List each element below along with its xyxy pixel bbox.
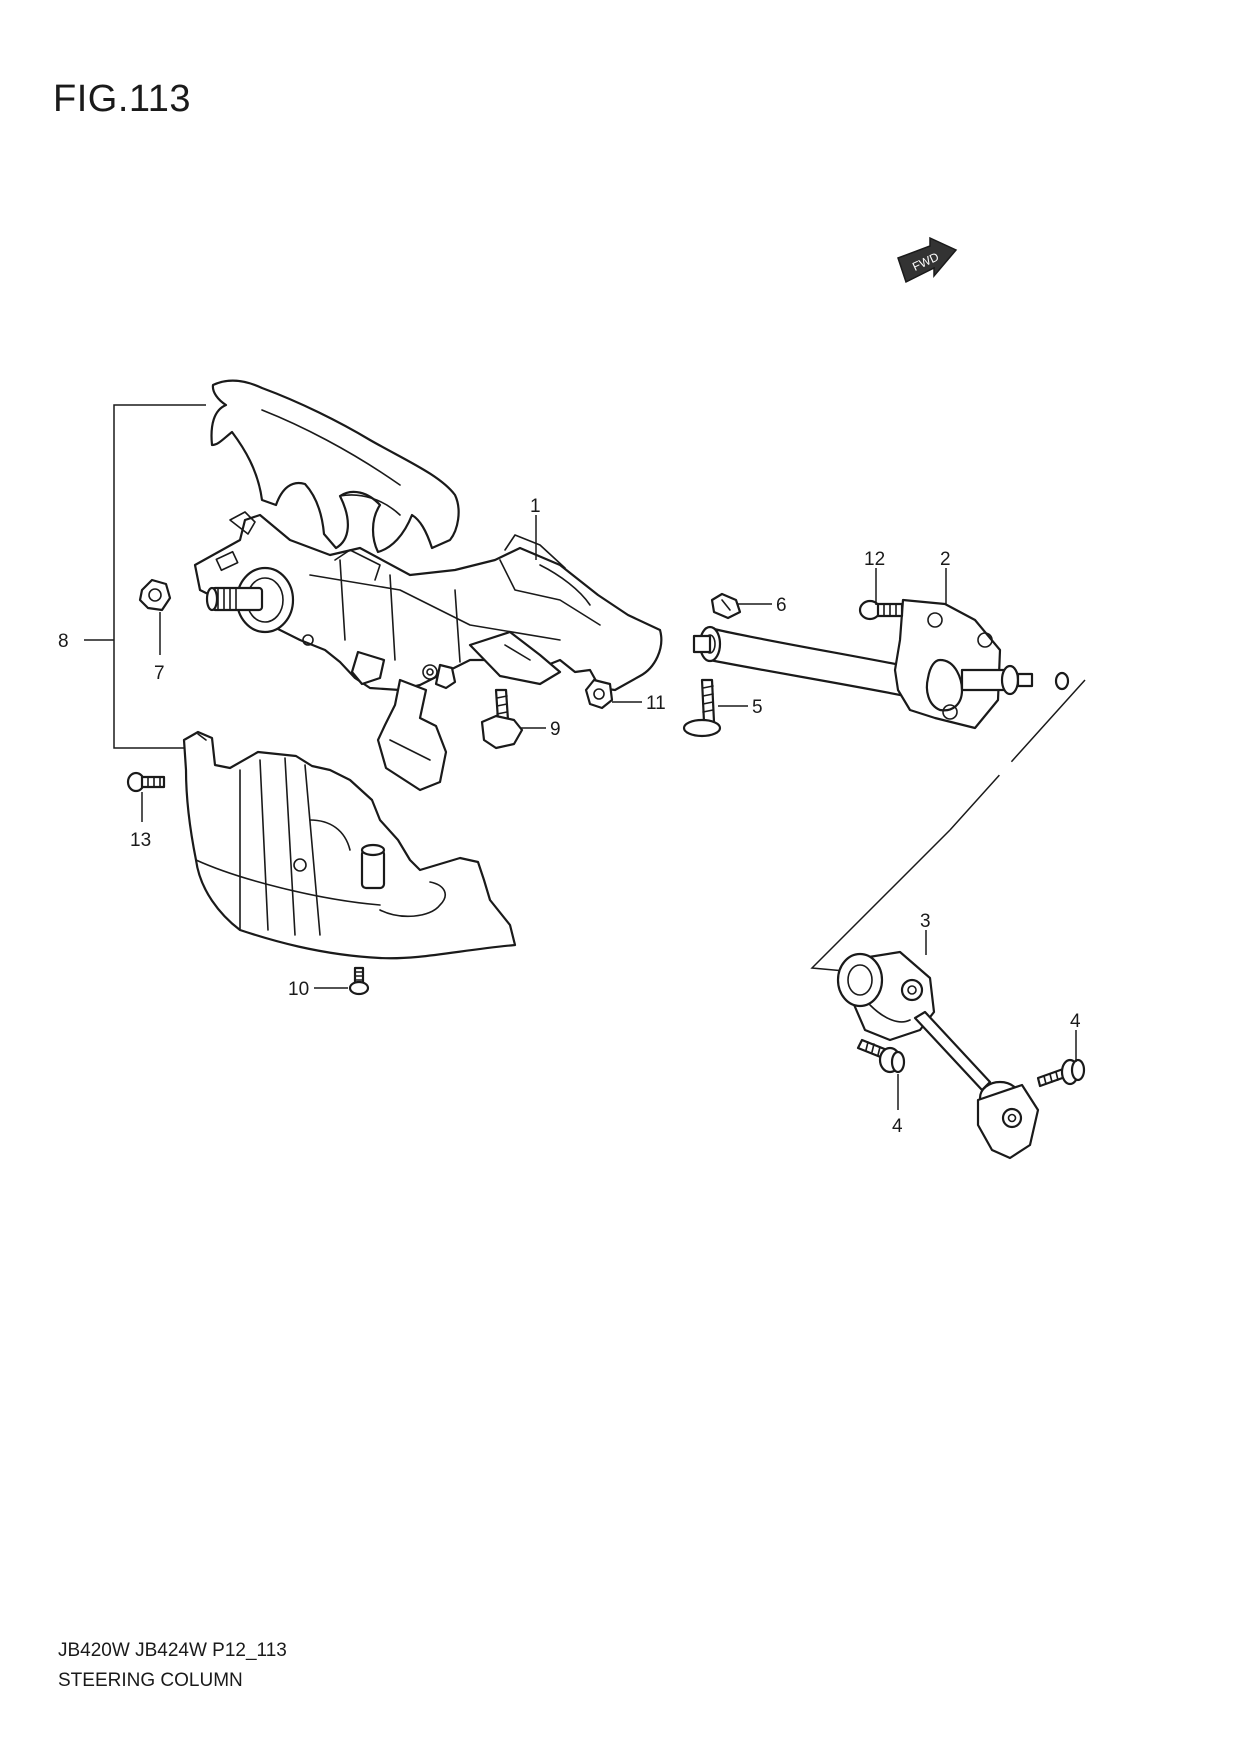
screw-10 <box>348 966 370 996</box>
callout-9: 9 <box>550 719 561 740</box>
screw-13 <box>126 771 166 793</box>
upper-column-cover <box>210 379 460 554</box>
callout-2: 2 <box>940 549 951 570</box>
bolt-4-left <box>856 1038 906 1074</box>
intermediate-shaft <box>692 598 1070 730</box>
callout-3: 3 <box>920 911 931 932</box>
callout-4-left: 4 <box>892 1116 903 1137</box>
bolt-5 <box>682 678 722 738</box>
callout-8: 8 <box>58 631 69 652</box>
nut-6 <box>710 592 742 620</box>
nut-7 <box>138 578 172 612</box>
footer-code: JB420W JB424W P12_113 <box>58 1640 287 1661</box>
fwd-arrow-icon: FWD <box>897 236 958 284</box>
bolt-12 <box>858 599 904 621</box>
bolt-4-right <box>1036 1058 1086 1088</box>
bracket-8 <box>113 404 206 749</box>
steering-column-assembly <box>193 511 663 792</box>
callout-12: 12 <box>864 549 885 570</box>
leader-lines <box>141 515 1077 1110</box>
callout-1: 1 <box>530 496 541 517</box>
callout-6: 6 <box>776 595 787 616</box>
universal-joint <box>836 950 1040 1160</box>
callout-10: 10 <box>288 979 309 1000</box>
footer-name: STEERING COLUMN <box>58 1670 243 1691</box>
nut-11 <box>584 678 614 710</box>
callout-7: 7 <box>154 663 165 684</box>
bolt-9 <box>480 688 524 750</box>
callout-5: 5 <box>752 697 763 718</box>
connection-line <box>949 679 1086 831</box>
figure-title: FIG.113 <box>53 78 191 120</box>
lower-column-cover <box>182 730 517 960</box>
callout-13: 13 <box>130 830 151 851</box>
callout-11: 11 <box>646 693 666 714</box>
callout-4-right: 4 <box>1070 1011 1081 1032</box>
